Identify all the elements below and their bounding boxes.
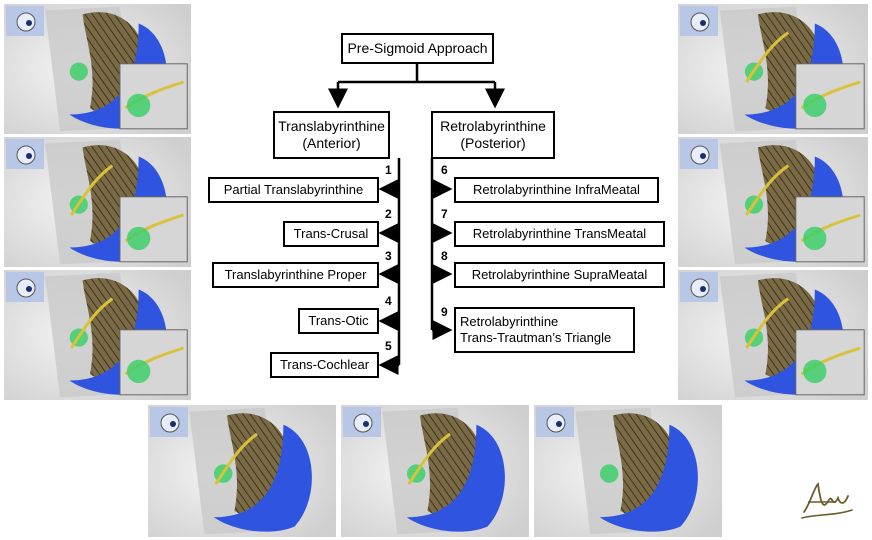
item-partial-translabyrinthine: Partial Translabyrinthine bbox=[208, 177, 379, 203]
item-retro-inframeatal: Retrolabyrinthine InfraMeatal bbox=[454, 177, 659, 203]
anatomy-illustration-panel bbox=[4, 4, 191, 134]
anatomy-illustration-panel bbox=[534, 405, 722, 537]
item-label: Trans-Crusal bbox=[293, 225, 369, 241]
anatomy-illustration-panel bbox=[678, 4, 868, 134]
item-trans-cochlear: Trans-Cochlear bbox=[270, 352, 379, 378]
posterior-title: Retrolabyrinthine bbox=[440, 117, 546, 134]
posterior-box: Retrolabyrinthine (Posterior) bbox=[431, 111, 555, 159]
posterior-subtitle: (Posterior) bbox=[460, 135, 526, 151]
step-number: 1 bbox=[385, 163, 392, 177]
item-label: Retrolabyrinthine InfraMeatal bbox=[473, 181, 640, 197]
item-translabyrinthine-proper: Translabyrinthine Proper bbox=[212, 262, 379, 288]
item-label: Translabyrinthine Proper bbox=[224, 266, 367, 282]
anatomy-illustration-panel bbox=[4, 137, 191, 267]
item-label: Retrolabyrinthine TransMeatal bbox=[472, 225, 647, 241]
anatomy-illustration-panel bbox=[148, 405, 336, 537]
item-trans-crusal: Trans-Crusal bbox=[283, 221, 379, 247]
step-number: 3 bbox=[385, 249, 392, 263]
anterior-subtitle: (Anterior) bbox=[302, 135, 361, 151]
item-retro-suprameatal: Retrolabyrinthine SupraMeatal bbox=[454, 262, 665, 288]
step-number: 9 bbox=[441, 305, 448, 319]
item-label: Partial Translabyrinthine bbox=[223, 181, 364, 197]
item-retro-trautman: Retrolabyrinthine Trans-Trautman’s Trian… bbox=[454, 307, 635, 353]
step-number: 2 bbox=[385, 207, 392, 221]
step-number: 7 bbox=[441, 207, 448, 221]
item-trans-otic: Trans-Otic bbox=[298, 308, 379, 334]
anterior-box: Translabyrinthine (Anterior) bbox=[273, 111, 390, 159]
root-label: Pre-Sigmoid Approach bbox=[347, 39, 488, 56]
item-label-line1: Retrolabyrinthine bbox=[460, 313, 559, 329]
item-label: Trans-Otic bbox=[308, 312, 369, 328]
anatomy-illustration-panel bbox=[678, 270, 868, 400]
step-number: 6 bbox=[441, 163, 448, 177]
item-label: Retrolabyrinthine SupraMeatal bbox=[471, 266, 648, 282]
step-number: 4 bbox=[385, 294, 392, 308]
item-retro-transmeatal: Retrolabyrinthine TransMeatal bbox=[454, 221, 665, 247]
anatomy-illustration-panel bbox=[341, 405, 529, 537]
signature-icon bbox=[801, 482, 853, 519]
anatomy-illustration-panel bbox=[678, 137, 868, 267]
root-box: Pre-Sigmoid Approach bbox=[341, 33, 494, 64]
step-number: 5 bbox=[385, 339, 392, 353]
anatomy-illustration-panel bbox=[4, 270, 191, 400]
anterior-title: Translabyrinthine bbox=[278, 117, 385, 134]
item-label: Trans-Cochlear bbox=[279, 356, 370, 372]
item-label-line2: Trans-Trautman’s Triangle bbox=[460, 330, 612, 345]
step-number: 8 bbox=[441, 249, 448, 263]
